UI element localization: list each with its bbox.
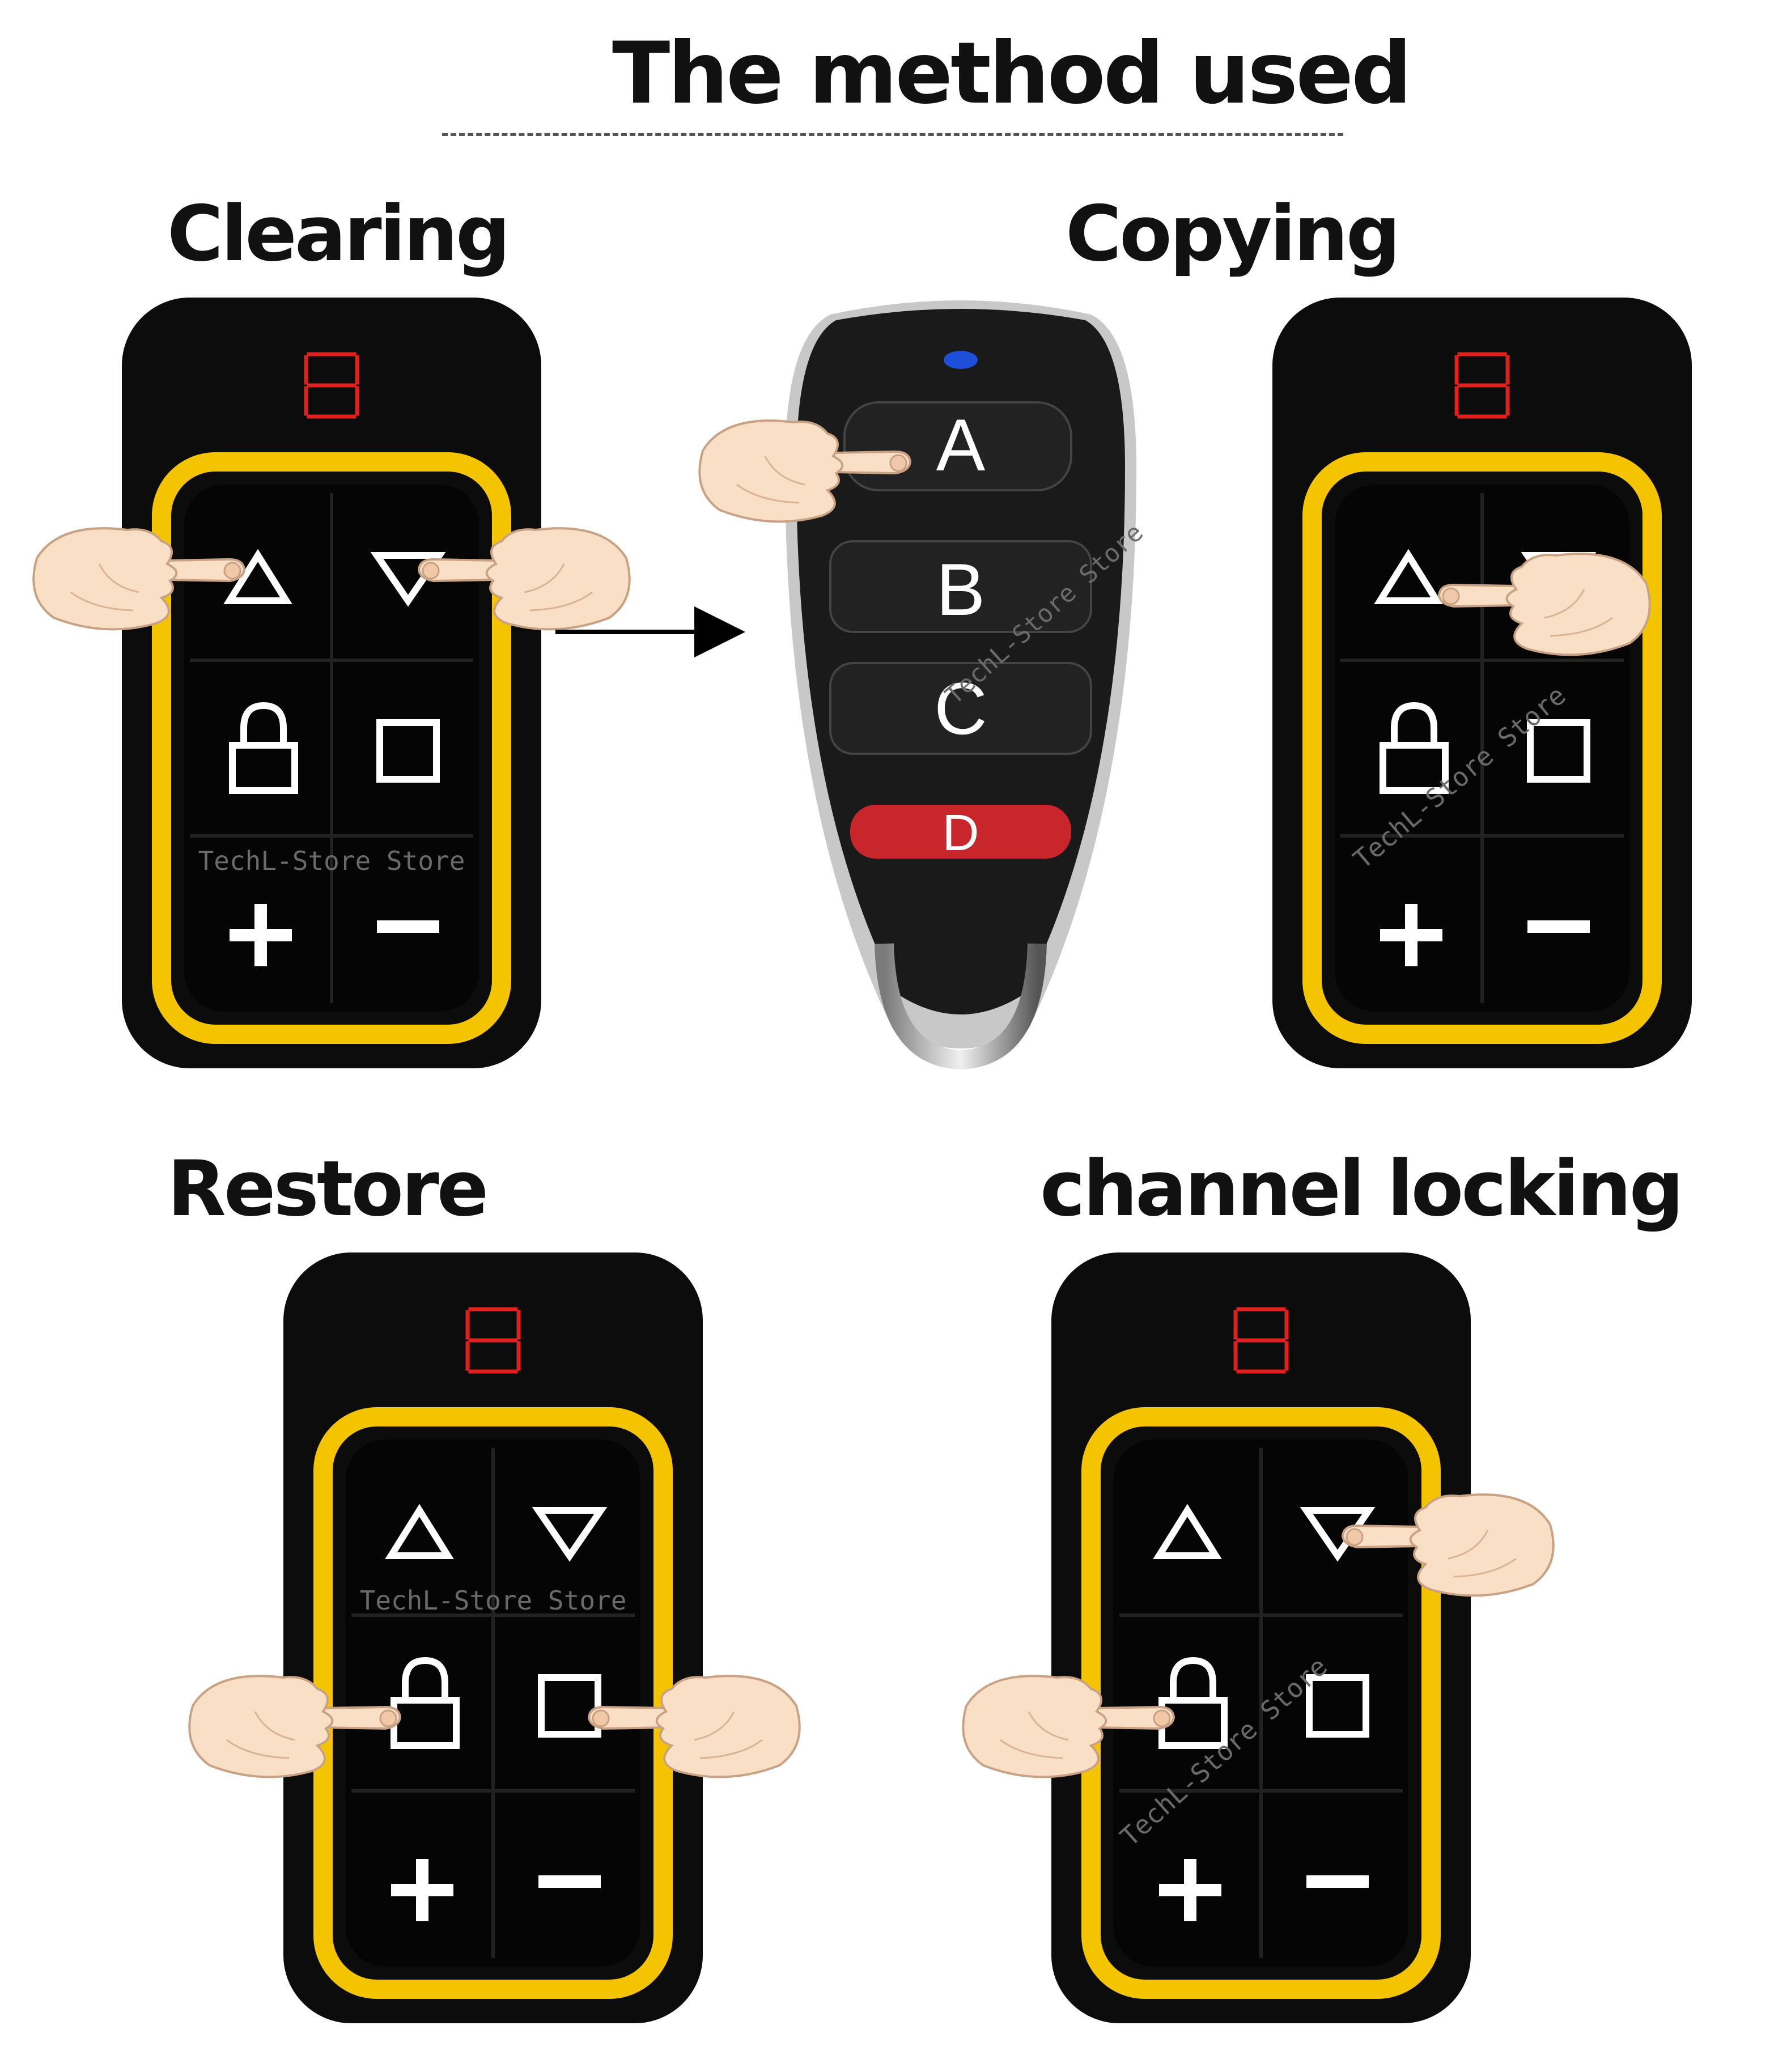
watermark: TechL-Store Store: [360, 1585, 627, 1616]
title-divider: [442, 133, 1343, 136]
target-remote: A B C D TechL-Store Store: [698, 300, 1149, 1070]
indicator-light: [944, 351, 978, 369]
arrow-icon: [555, 606, 745, 657]
keypad-remote-copying: TechL-Store Store: [1272, 298, 1692, 1068]
button-d[interactable]: D: [850, 805, 1071, 861]
keypad-remote-restore: TechL-Store Store: [188, 1252, 703, 2023]
page-title: The method used: [612, 24, 1412, 123]
svg-text:A: A: [936, 404, 986, 486]
keypad-remote-channel-locking: TechL-Store Store: [962, 1252, 1471, 2023]
button-b[interactable]: B: [829, 540, 1092, 633]
svg-text:D: D: [943, 805, 979, 861]
section-label-clearing: Clearing: [167, 189, 511, 278]
svg-text:B: B: [936, 548, 986, 631]
section-label-restore: Restore: [167, 1144, 489, 1233]
watermark: TechL-Store Store: [198, 846, 465, 876]
section-label-copying: Copying: [1066, 189, 1400, 278]
svg-text:C: C: [934, 667, 987, 750]
button-c[interactable]: C: [829, 662, 1092, 755]
button-a[interactable]: A: [843, 401, 1072, 491]
keypad-remote-clearing: TechL-Store Store: [32, 298, 541, 1068]
section-label-channel-locking: channel locking: [1040, 1144, 1684, 1233]
